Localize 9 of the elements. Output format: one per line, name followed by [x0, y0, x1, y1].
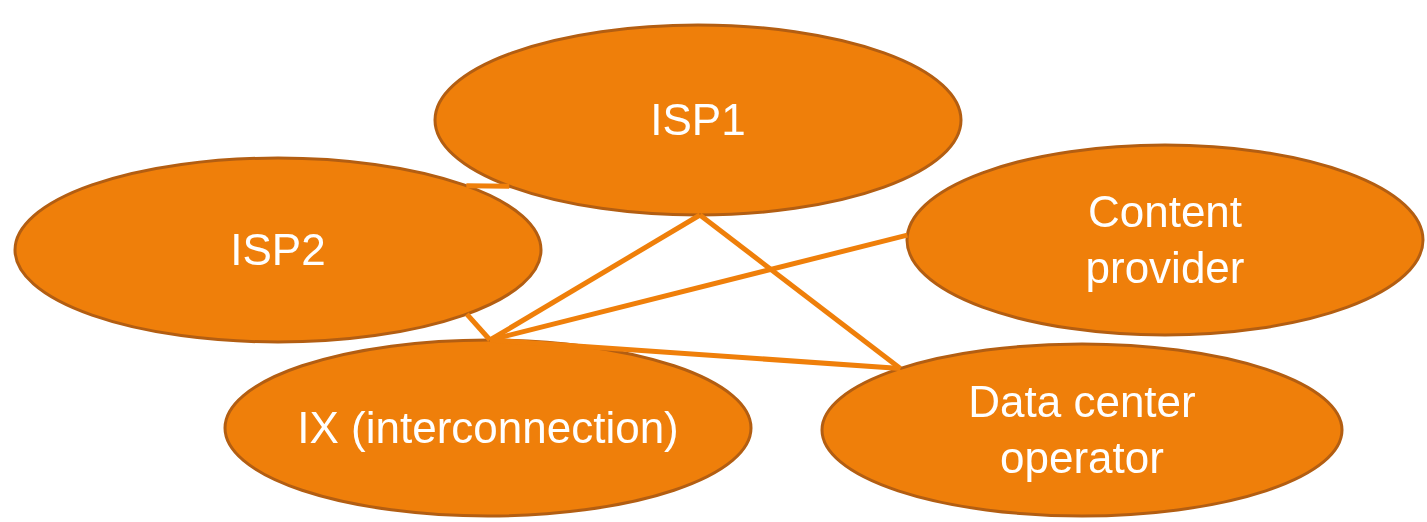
node-label: Data center operator	[967, 376, 1197, 484]
node-label: ISP1	[649, 94, 747, 146]
connector-line	[466, 183, 510, 189]
node-label: Content provider	[1084, 186, 1246, 294]
connector-line	[489, 337, 901, 371]
node-label: IX (interconnection)	[296, 402, 680, 454]
node-label: ISP2	[229, 224, 327, 276]
connector-line	[698, 213, 902, 371]
connector-line	[464, 312, 492, 342]
